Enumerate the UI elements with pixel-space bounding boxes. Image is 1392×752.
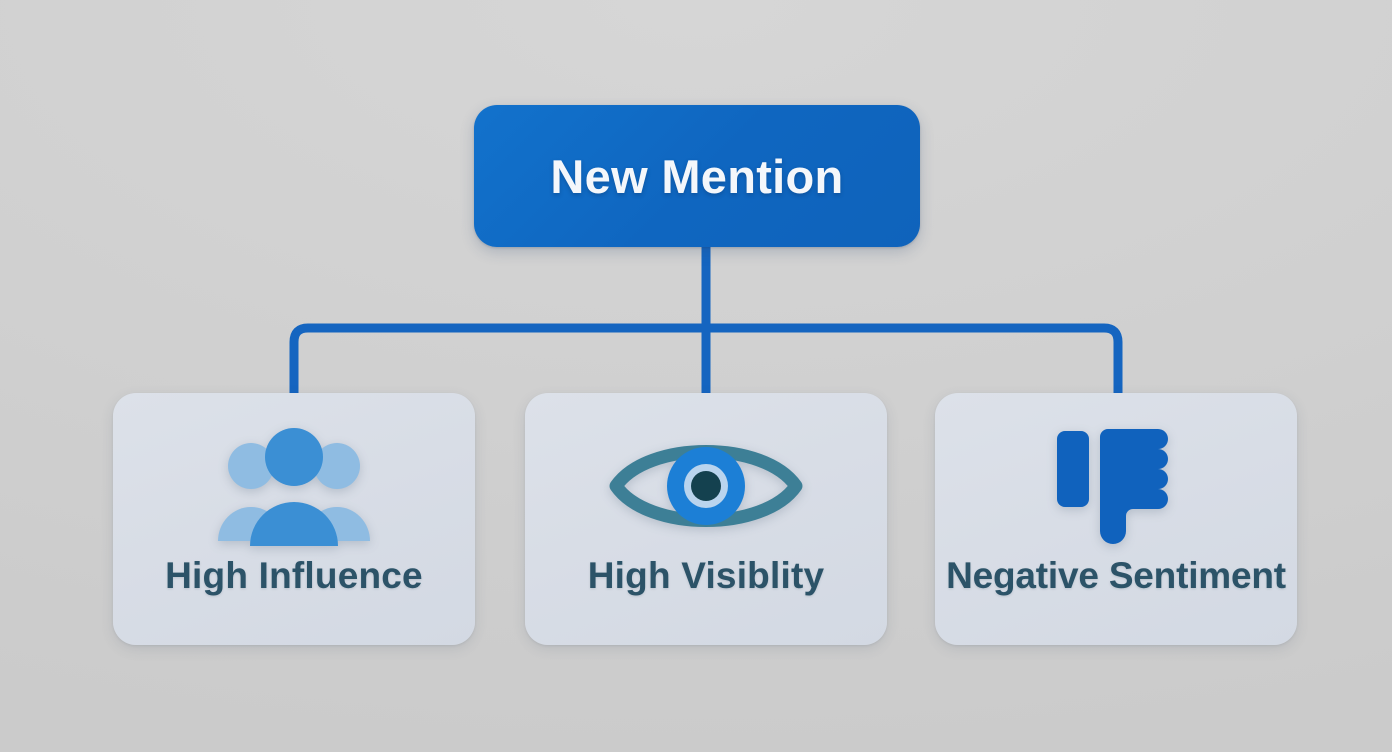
eye-icon xyxy=(525,425,887,547)
branch-card-label: Negative Sentiment xyxy=(946,555,1286,596)
branch-card-negative-sentiment[interactable]: Negative Sentiment xyxy=(935,393,1297,645)
root-node-label: New Mention xyxy=(550,149,844,203)
root-node-new-mention[interactable]: New Mention xyxy=(474,105,920,247)
branch-card-label: High Influence xyxy=(165,555,423,596)
people-group-icon xyxy=(113,425,475,547)
branch-card-label: High Visiblity xyxy=(587,555,825,596)
thumbs-down-icon xyxy=(935,425,1297,547)
connector-right-branch xyxy=(706,323,1123,393)
branch-card-high-visiblity[interactable]: High Visiblity xyxy=(525,393,887,645)
connector-left-branch xyxy=(289,323,706,393)
branch-card-high-influence[interactable]: High Influence xyxy=(113,393,475,645)
